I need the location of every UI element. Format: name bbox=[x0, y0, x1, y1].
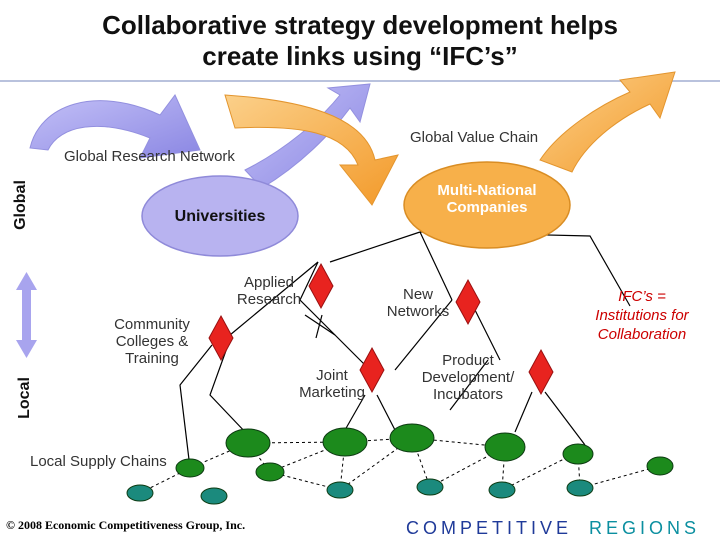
connector bbox=[344, 394, 366, 431]
supply-node bbox=[562, 443, 594, 465]
axis-label-global: Global bbox=[11, 180, 29, 230]
label-community-line-2: Colleges & bbox=[115, 333, 189, 350]
slide-title: Collaborative strategy development helps… bbox=[40, 10, 680, 72]
label-product-dev-line-2: Development/ bbox=[421, 369, 515, 386]
label-product-development: Product Development/ Incubators bbox=[410, 352, 526, 403]
connector bbox=[394, 299, 453, 371]
connector bbox=[329, 231, 421, 263]
label-product-dev-line-3: Incubators bbox=[432, 386, 504, 403]
supply-node bbox=[566, 479, 594, 497]
ifc-definition: IFC’s = Institutions for Collaboration bbox=[576, 287, 708, 344]
label-applied-research-line-2: Research bbox=[236, 291, 302, 308]
label-new-networks: New Networks bbox=[370, 286, 466, 320]
axis-label-local: Local bbox=[15, 377, 33, 419]
supply-node bbox=[200, 487, 228, 505]
label-product-dev-line-1: Product bbox=[442, 352, 494, 369]
connector bbox=[376, 394, 396, 431]
ifc-diamond-applied-research bbox=[308, 262, 334, 310]
ifc-definition-line-1: IFC’s = bbox=[618, 288, 666, 305]
ifc-diamond-community bbox=[208, 314, 234, 362]
label-applied-research: Applied Research bbox=[223, 274, 315, 308]
supply-node bbox=[255, 462, 285, 482]
supply-node bbox=[646, 456, 674, 476]
supply-node bbox=[326, 481, 354, 499]
title-line-1: Collaborative strategy development helps bbox=[102, 10, 618, 40]
supply-node bbox=[389, 423, 435, 453]
label-new-networks-line-1: New bbox=[402, 286, 433, 303]
label-community-line-1: Community bbox=[114, 316, 190, 333]
connector bbox=[179, 344, 213, 469]
supply-chain-nodes bbox=[126, 423, 674, 505]
connector bbox=[514, 391, 533, 433]
mnc-node bbox=[403, 161, 571, 249]
ifc-diamonds bbox=[208, 262, 554, 396]
connector bbox=[299, 261, 371, 371]
supply-node bbox=[322, 427, 368, 457]
label-mnc-line-1: Multi-National bbox=[437, 182, 537, 199]
connector bbox=[315, 314, 323, 339]
label-universities: Universities bbox=[174, 208, 266, 225]
label-global-research-network: Global Research Network bbox=[64, 148, 235, 165]
connector bbox=[229, 261, 319, 336]
label-community-colleges: Community Colleges & Training bbox=[106, 316, 198, 367]
global-research-arrow bbox=[29, 94, 201, 159]
ifc-diamond-product-dev bbox=[528, 348, 554, 396]
copyright-notice: © 2008 Economic Competitiveness Group, I… bbox=[6, 518, 246, 532]
global-value-arrow bbox=[224, 94, 399, 206]
label-mnc: Multi-National Companies bbox=[412, 182, 562, 216]
brand-word-regions: REGIONS bbox=[589, 518, 701, 538]
global-research-arrow-upper bbox=[244, 83, 371, 189]
ifc-definition-line-3: Collaboration bbox=[597, 326, 687, 343]
supply-link bbox=[247, 437, 506, 448]
supply-node bbox=[416, 478, 444, 496]
brand-word-competitive: COMPETITIVE bbox=[406, 518, 573, 538]
brand-footer: COMPETITIVE REGIONS bbox=[406, 518, 700, 539]
universities-node bbox=[141, 175, 299, 257]
label-local-supply-chains: Local Supply Chains bbox=[30, 453, 167, 470]
title-divider bbox=[0, 80, 720, 82]
connector bbox=[209, 344, 249, 436]
connector bbox=[419, 231, 453, 301]
supply-node bbox=[488, 481, 516, 499]
label-mnc-line-2: Companies bbox=[446, 199, 528, 216]
ifc-diamond-joint-marketing bbox=[359, 346, 385, 394]
scale-arrow bbox=[16, 272, 37, 358]
label-global-value-chain: Global Value Chain bbox=[410, 129, 539, 146]
supply-node bbox=[484, 432, 526, 462]
supply-node bbox=[175, 458, 205, 478]
connector bbox=[449, 359, 489, 411]
label-joint-marketing-line-1: Joint bbox=[316, 367, 348, 384]
label-joint-marketing: Joint Marketing bbox=[292, 367, 372, 401]
ifc-diamond-new-networks bbox=[455, 278, 481, 326]
ifc-definition-line-2: Institutions for bbox=[595, 307, 689, 324]
label-joint-marketing-line-2: Marketing bbox=[299, 384, 365, 401]
connector bbox=[544, 391, 586, 446]
label-new-networks-line-2: Networks bbox=[386, 303, 450, 320]
supply-node bbox=[225, 428, 271, 458]
global-value-arrow-right bbox=[539, 71, 676, 173]
title-line-2: create links using “IFC’s” bbox=[202, 41, 518, 71]
label-community-line-3: Training bbox=[125, 350, 179, 367]
supply-node bbox=[126, 484, 154, 502]
label-applied-research-line-1: Applied bbox=[243, 274, 295, 291]
